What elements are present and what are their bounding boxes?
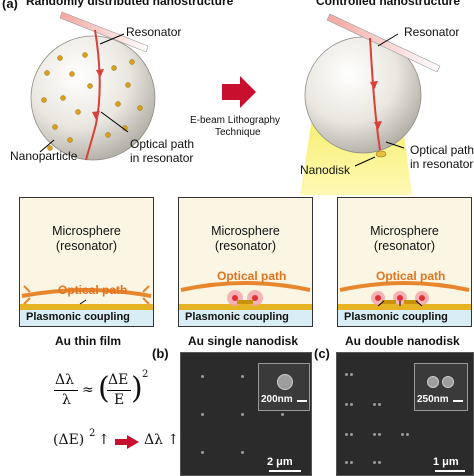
- left-title: Randomly distributed nanostructure: [26, 0, 234, 8]
- optical-path-label-right-1: Optical path: [410, 143, 474, 157]
- box2-title-line1: Microsphere: [211, 224, 280, 238]
- nanodisk-shape: [375, 150, 387, 158]
- box2-title: Microsphere (resonator): [179, 224, 312, 254]
- eq-frac-line-1: [54, 390, 78, 391]
- eq-power: 2: [142, 369, 149, 380]
- sem-image-c: 250nm 1 μm: [336, 352, 474, 476]
- eq-bottom-left: (ΔE): [53, 432, 85, 448]
- box2-title-line2: (resonator): [214, 239, 277, 253]
- caption-au-double-nanodisk: Au double nanodisk: [345, 334, 460, 348]
- sem-b-inset: 200nm: [258, 363, 310, 411]
- sem-b-inset-scale-text: 200nm: [261, 394, 293, 405]
- box3-gold-film: [338, 304, 471, 310]
- eq-bottom-right: Δλ ↑: [144, 432, 180, 448]
- eq-bottom-up: ↑: [98, 432, 110, 448]
- eq-bottom-power: 2: [89, 428, 96, 439]
- box3-title-line2: (resonator): [373, 239, 436, 253]
- box1-substrate: [20, 310, 153, 326]
- eq-frac-line-2: [107, 390, 131, 391]
- box3-substrate: [338, 310, 471, 326]
- nanoparticle-label: Nanoparticle: [10, 149, 78, 163]
- box1-title-line2: (resonator): [55, 239, 118, 253]
- sem-image-b: 200nm 2 μm: [180, 352, 312, 476]
- nanoparticles: [41, 52, 143, 151]
- top-illustration: [30, 11, 441, 195]
- sem-c-scale-text: 1 μm: [433, 456, 459, 468]
- process-label-1: E-beam Lithography: [190, 115, 281, 126]
- panel-letter-c: (c): [314, 346, 330, 361]
- box1-title: Microsphere (resonator): [20, 224, 153, 254]
- optical-path-label-left-1: Optical path: [130, 137, 195, 151]
- optical-path-label-left-2: in resonator: [130, 151, 194, 165]
- box-au-thin-film: Microsphere (resonator) Optical path Pla…: [19, 197, 154, 327]
- box3-plasmonic-label: Plasmonic coupling: [344, 311, 448, 323]
- box2-plasmonic-label: Plasmonic coupling: [185, 311, 289, 323]
- box3-optical-label: Optical path: [376, 269, 446, 283]
- box-au-double-nanodisk: Microsphere (resonator) Optical path Pla…: [337, 197, 472, 327]
- left-fiber: [59, 11, 149, 53]
- nanodisk-label: Nanodisk: [300, 163, 351, 177]
- eq-delta-e: ΔE: [108, 372, 129, 388]
- box3-optical-path-curve: [339, 281, 470, 307]
- box1-optical-path-curve: [21, 285, 152, 305]
- box2-optical-path-curve: [180, 281, 311, 306]
- eq-lambda: λ: [62, 392, 71, 408]
- right-optical-path: [369, 37, 381, 151]
- sem-c-scale-bar: [435, 470, 465, 472]
- panel-letter-b: (b): [152, 346, 169, 361]
- sem-c-inset-scale-bar: [453, 400, 463, 402]
- box-au-single-nanodisk: Microsphere (resonator) Optical path Pla…: [178, 197, 313, 327]
- box2-substrate: [179, 310, 312, 326]
- sem-c-inset: 250nm: [414, 363, 468, 411]
- sem-b-scale-text: 2 μm: [267, 456, 293, 468]
- left-optical-path: [85, 29, 101, 161]
- eq-approx: ≈: [82, 382, 94, 398]
- sem-b-inset-scale-bar: [297, 400, 307, 402]
- sem-c-inset-scale-text: 250nm: [417, 394, 449, 405]
- box3-title: Microsphere (resonator): [338, 224, 471, 254]
- box1-title-line1: Microsphere: [52, 224, 121, 238]
- process-label-2: Technique: [215, 127, 261, 138]
- right-title: Controlled nanostructure: [316, 0, 461, 8]
- box1-gold-film: [20, 304, 153, 310]
- eq-delta-lambda: Δλ: [55, 372, 74, 388]
- caption-au-single-nanodisk: Au single nanodisk: [188, 334, 299, 348]
- resonator-label-right: Resonator: [404, 25, 460, 39]
- eq-paren-right: ): [131, 371, 143, 406]
- eq-implies-arrow: [115, 435, 139, 449]
- caption-au-thin-film: Au thin film: [55, 334, 121, 348]
- box2-gold-film: [179, 304, 312, 310]
- eq-paren-left: (: [98, 371, 110, 406]
- panel-letter-a: (a): [2, 0, 18, 11]
- box2-optical-label: Optical path: [217, 269, 287, 283]
- box3-title-line1: Microsphere: [370, 224, 439, 238]
- resonator-label-left: Resonator: [126, 25, 182, 39]
- optical-path-label-right-2: in resonator: [410, 157, 474, 171]
- process-arrow: [222, 76, 256, 108]
- box1-plasmonic-label: Plasmonic coupling: [26, 311, 130, 323]
- sem-b-scale-bar: [269, 470, 301, 472]
- box1-optical-label: Optical path: [58, 283, 128, 297]
- eq-e: E: [114, 392, 125, 408]
